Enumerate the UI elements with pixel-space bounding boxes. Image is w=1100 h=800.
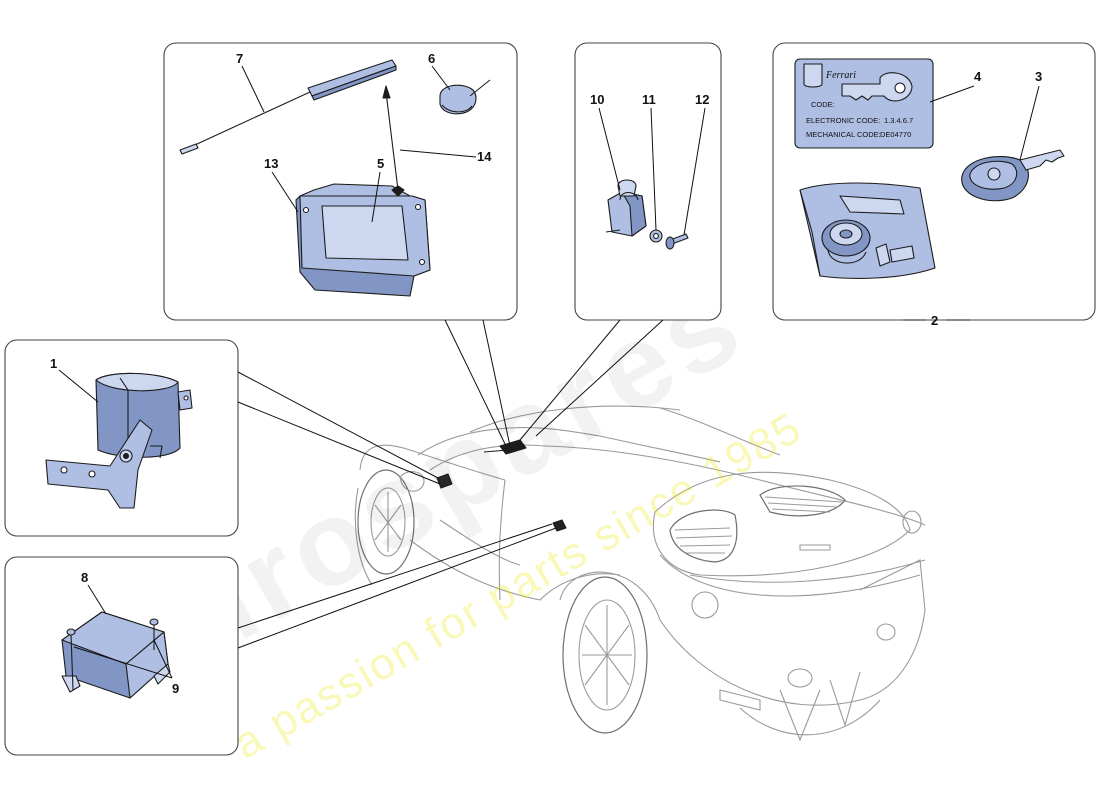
antenna-cable <box>179 59 397 155</box>
callout-14: 14 <box>477 149 492 164</box>
plate-code-label: CODE: <box>811 100 835 109</box>
car-outline <box>354 405 926 742</box>
panel-siren <box>4 339 239 537</box>
callout-5: 5 <box>377 156 384 171</box>
siren-unit <box>45 372 193 509</box>
ecu-module <box>61 611 171 699</box>
key-code-plate: Ferrari CODE: ELECTRONIC CODE: 1.3.4.6.7… <box>794 58 934 149</box>
callout-9: 9 <box>172 681 179 696</box>
callout-labels: 1 2 3 4 5 6 7 8 9 10 11 12 13 14 <box>50 51 1042 696</box>
panel-keys: Ferrari CODE: ELECTRONIC CODE: 1.3.4.6.7… <box>772 42 1096 321</box>
gps-antenna <box>439 79 491 115</box>
rear-wheel <box>562 576 648 734</box>
callout-3: 3 <box>1035 69 1042 84</box>
plate-electronic-code-value: 1.3.4.6.7 <box>884 116 913 125</box>
panel-sensor <box>574 42 722 321</box>
callout-4: 4 <box>974 69 982 84</box>
panel-ecu <box>4 556 239 756</box>
plate-electronic-code-label: ELECTRONIC CODE: <box>806 116 880 125</box>
front-wheel <box>357 469 415 575</box>
plate-mechanical-code-value: DE04770 <box>880 130 911 139</box>
callout-11: 11 <box>642 92 656 107</box>
callout-7: 7 <box>236 51 243 66</box>
panel-antenna-module <box>163 42 518 321</box>
callout-10: 10 <box>590 92 604 107</box>
leader-lines <box>58 65 1040 679</box>
callout-6: 6 <box>428 51 435 66</box>
car-part-markers <box>436 439 567 532</box>
callout-13: 13 <box>264 156 278 171</box>
remote-key <box>961 149 1065 202</box>
ignition-lock-set <box>799 182 936 279</box>
washer <box>649 229 663 243</box>
plate-brand: Ferrari <box>825 70 856 81</box>
plate-mechanical-code-label: MECHANICAL CODE: <box>806 130 881 139</box>
ecu-screws <box>66 618 159 691</box>
callout-2: 2 <box>931 313 938 328</box>
screw <box>665 233 689 250</box>
callout-8: 8 <box>81 570 88 585</box>
control-unit-bracket <box>295 183 431 297</box>
rod-antenna <box>382 85 399 191</box>
callout-1: 1 <box>50 356 57 371</box>
sensor-switch <box>605 179 647 237</box>
callout-12: 12 <box>695 92 709 107</box>
